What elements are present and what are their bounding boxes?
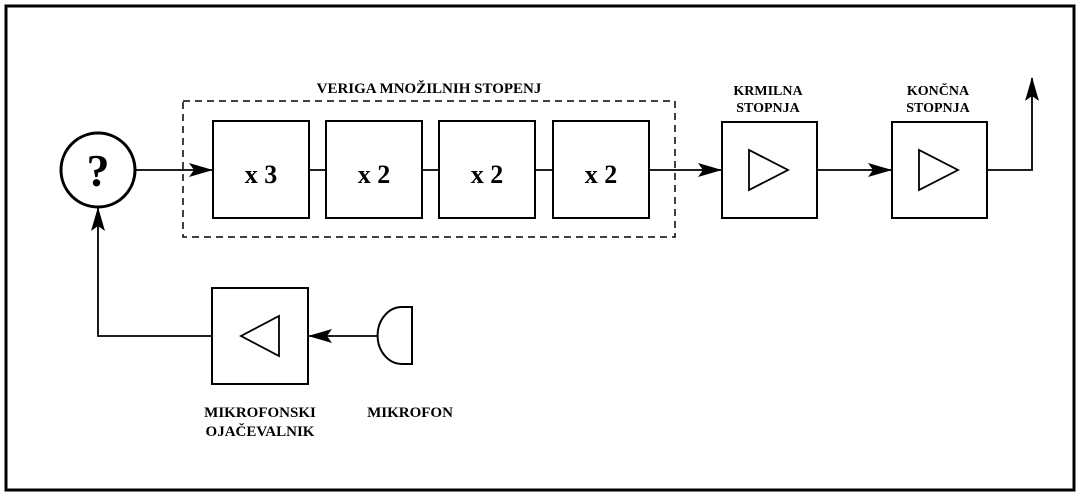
final-stage-block bbox=[891, 121, 988, 219]
multiplier-chain-frame bbox=[182, 100, 676, 238]
outer-frame bbox=[4, 4, 1076, 492]
mic-amp-label-line1: MIKROFONSKI bbox=[204, 405, 316, 421]
multiplier-label-1: x 3 bbox=[245, 160, 278, 189]
multiplier-label-3: x 2 bbox=[471, 160, 504, 189]
driver-label-line1: KRMILNA bbox=[733, 84, 803, 99]
multiplier-label-2: x 2 bbox=[358, 160, 391, 189]
arrow-mic-amp-to-oscillator bbox=[91, 207, 212, 337]
mic-amplifier-block bbox=[211, 287, 309, 385]
multiplier-block-3 bbox=[438, 120, 536, 219]
driver-label-line2: STOPNJA bbox=[736, 101, 800, 116]
multiplier-chain-label: VERIGA MNOŽILNIH STOPENJ bbox=[317, 80, 542, 97]
multiplier-block-1 bbox=[212, 120, 310, 219]
driver-amplifier-icon bbox=[748, 148, 790, 192]
microphone-icon bbox=[376, 306, 413, 365]
output-line bbox=[987, 77, 1039, 171]
final-label-line1: KONČNA bbox=[907, 82, 970, 99]
microphone-label: MIKROFON bbox=[367, 405, 453, 421]
final-label-line2: STOPNJA bbox=[906, 101, 970, 116]
driver-stage-block bbox=[721, 121, 818, 219]
multiplier-label-4: x 2 bbox=[585, 160, 618, 189]
final-amplifier-icon bbox=[918, 148, 960, 192]
oscillator-symbol: ? bbox=[87, 145, 110, 196]
mic-amp-label-line2: OJAČEVALNIK bbox=[206, 423, 315, 440]
mic-amplifier-icon bbox=[239, 314, 280, 358]
multiplier-block-4 bbox=[552, 120, 650, 219]
